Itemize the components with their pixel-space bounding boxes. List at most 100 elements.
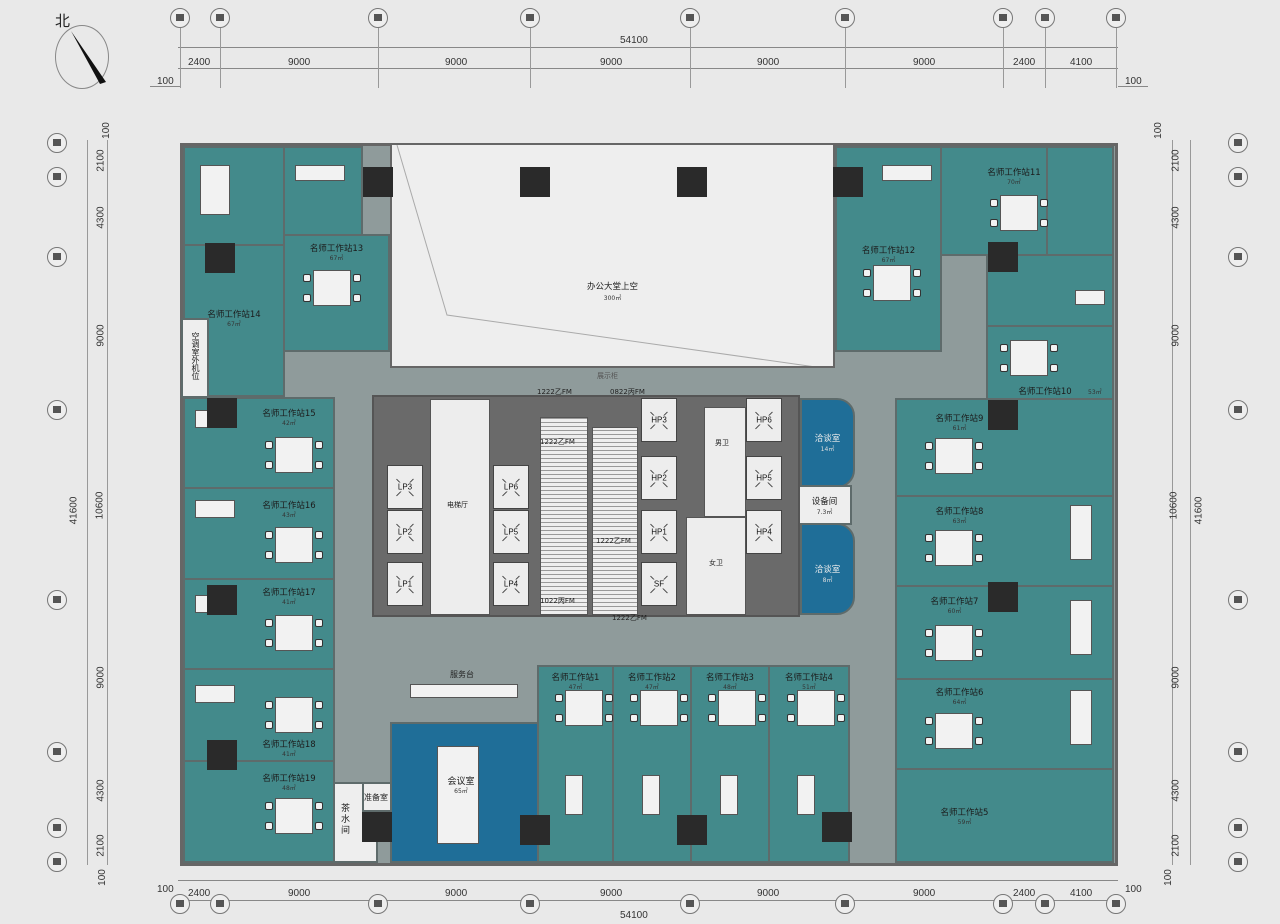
room-area: 60㎡ — [947, 608, 962, 615]
axis-bubble — [680, 8, 700, 28]
dim: 100 — [100, 122, 112, 139]
chair — [680, 714, 688, 722]
right-total-dim: 41600 — [1193, 496, 1205, 525]
chair — [315, 619, 323, 627]
chair — [863, 269, 871, 277]
workstation-desk — [797, 690, 835, 726]
workstation-desk — [275, 798, 313, 834]
chair — [555, 714, 563, 722]
chair — [1050, 344, 1058, 352]
room-workstation-5[interactable]: 名师工作站5 59㎡ — [895, 768, 1114, 863]
dim: 9000 — [95, 666, 107, 689]
atrium-void[interactable]: 办公大堂上空 300㎡ — [390, 143, 835, 368]
chair — [315, 639, 323, 647]
elevator-hall[interactable]: 电梯厅 — [430, 399, 490, 615]
chair — [265, 551, 273, 559]
axis-bubble — [1106, 8, 1126, 28]
dim: 2400 — [188, 888, 211, 899]
prep-room[interactable]: 准备室 — [362, 782, 394, 812]
meeting-table — [797, 775, 815, 815]
axis-bubble — [1228, 400, 1248, 420]
chair — [975, 737, 983, 745]
workstation-11-annex[interactable] — [1046, 146, 1114, 256]
chair — [265, 531, 273, 539]
top-offset-dim: 100 — [157, 76, 174, 87]
room-area: 7.3㎡ — [816, 509, 833, 516]
door-label: 1222乙FM — [540, 438, 575, 446]
room-name: 名师工作站5 — [940, 808, 989, 818]
meeting-table — [882, 165, 932, 181]
chair — [265, 701, 273, 709]
meeting-room[interactable]: 会议室 65㎡ — [390, 722, 540, 863]
bottom-offset-dim: 100 — [157, 884, 174, 895]
axis-bubble — [993, 8, 1013, 28]
chair — [990, 219, 998, 227]
elevator-shaft: LP3 — [387, 465, 423, 509]
dim: 100 — [96, 869, 108, 886]
equipment-room[interactable]: 设备间 7.3㎡ — [797, 485, 852, 525]
door-label: 0822丙FM — [610, 388, 645, 396]
elevator-label: LP5 — [502, 527, 520, 537]
dim: 2400 — [1013, 888, 1036, 899]
stair-2[interactable] — [592, 427, 638, 615]
chair — [353, 294, 361, 302]
top-offset-dim-right: 100 — [1125, 76, 1142, 87]
axis-bubble — [210, 8, 230, 28]
dim: 9000 — [1170, 666, 1182, 689]
room-area: 42㎡ — [282, 420, 296, 427]
workstation-desk — [935, 625, 973, 661]
axis-bubble — [210, 894, 230, 914]
chair — [1040, 199, 1048, 207]
compass-label: 北 — [55, 12, 71, 30]
room-name: 名师工作站7 — [930, 597, 979, 607]
axis-bubble — [1228, 742, 1248, 762]
male-toilet-label: 男卫 — [715, 439, 729, 447]
chair — [265, 619, 273, 627]
workstation-13-annex[interactable] — [283, 146, 363, 236]
workstation-desk — [275, 615, 313, 651]
dim: 2100 — [95, 149, 107, 172]
grid-line — [690, 28, 691, 88]
elevator-shaft: HP5 — [746, 456, 782, 500]
workstation-top-left[interactable] — [183, 146, 285, 246]
chair — [605, 714, 613, 722]
elevator-shaft: HP1 — [641, 510, 677, 554]
service-desk[interactable] — [410, 684, 518, 698]
room-name: 名师工作站15 — [262, 409, 316, 419]
room-name: 名师工作站18 — [262, 740, 316, 750]
chair — [1000, 344, 1008, 352]
chair — [787, 714, 795, 722]
meeting-table — [1070, 690, 1092, 745]
workstation-desk — [313, 270, 351, 306]
grid-line — [1045, 28, 1046, 88]
room-area: 43㎡ — [282, 512, 296, 519]
workstation-desk — [565, 690, 603, 726]
negotiation-room-2[interactable]: 洽谈室 8㎡ — [800, 523, 855, 615]
elevator-label: LP2 — [396, 527, 414, 537]
axis-bubble — [47, 167, 67, 187]
dim: 10600 — [1168, 491, 1180, 520]
elevator-shaft: HP2 — [641, 456, 677, 500]
workstation-desk — [873, 265, 911, 301]
workstation-desk — [640, 690, 678, 726]
dim: 10600 — [94, 491, 106, 520]
negotiation-room-1[interactable]: 洽谈室 14㎡ — [800, 398, 855, 488]
elevator-label: HP2 — [650, 473, 668, 483]
chair — [1000, 364, 1008, 372]
room-name: 名师工作站17 — [262, 588, 316, 598]
dim: 4300 — [1170, 206, 1182, 229]
dim: 9000 — [600, 57, 623, 68]
male-toilet[interactable]: 男卫 — [704, 407, 746, 517]
room-workstation-10[interactable]: 名师工作站10 53㎡ — [986, 325, 1114, 400]
chair — [303, 274, 311, 282]
door-label: 1222乙FM — [537, 388, 572, 396]
room-area: 53㎡ — [1088, 389, 1102, 396]
column — [677, 815, 707, 845]
stair-1[interactable] — [540, 417, 588, 615]
prep-room-label: 准备室 — [364, 793, 388, 802]
female-toilet[interactable]: 女卫 — [686, 517, 746, 615]
chair — [925, 534, 933, 542]
column — [988, 242, 1018, 272]
workstation-desk — [1010, 340, 1048, 376]
room-name: 洽谈室 — [814, 434, 841, 444]
